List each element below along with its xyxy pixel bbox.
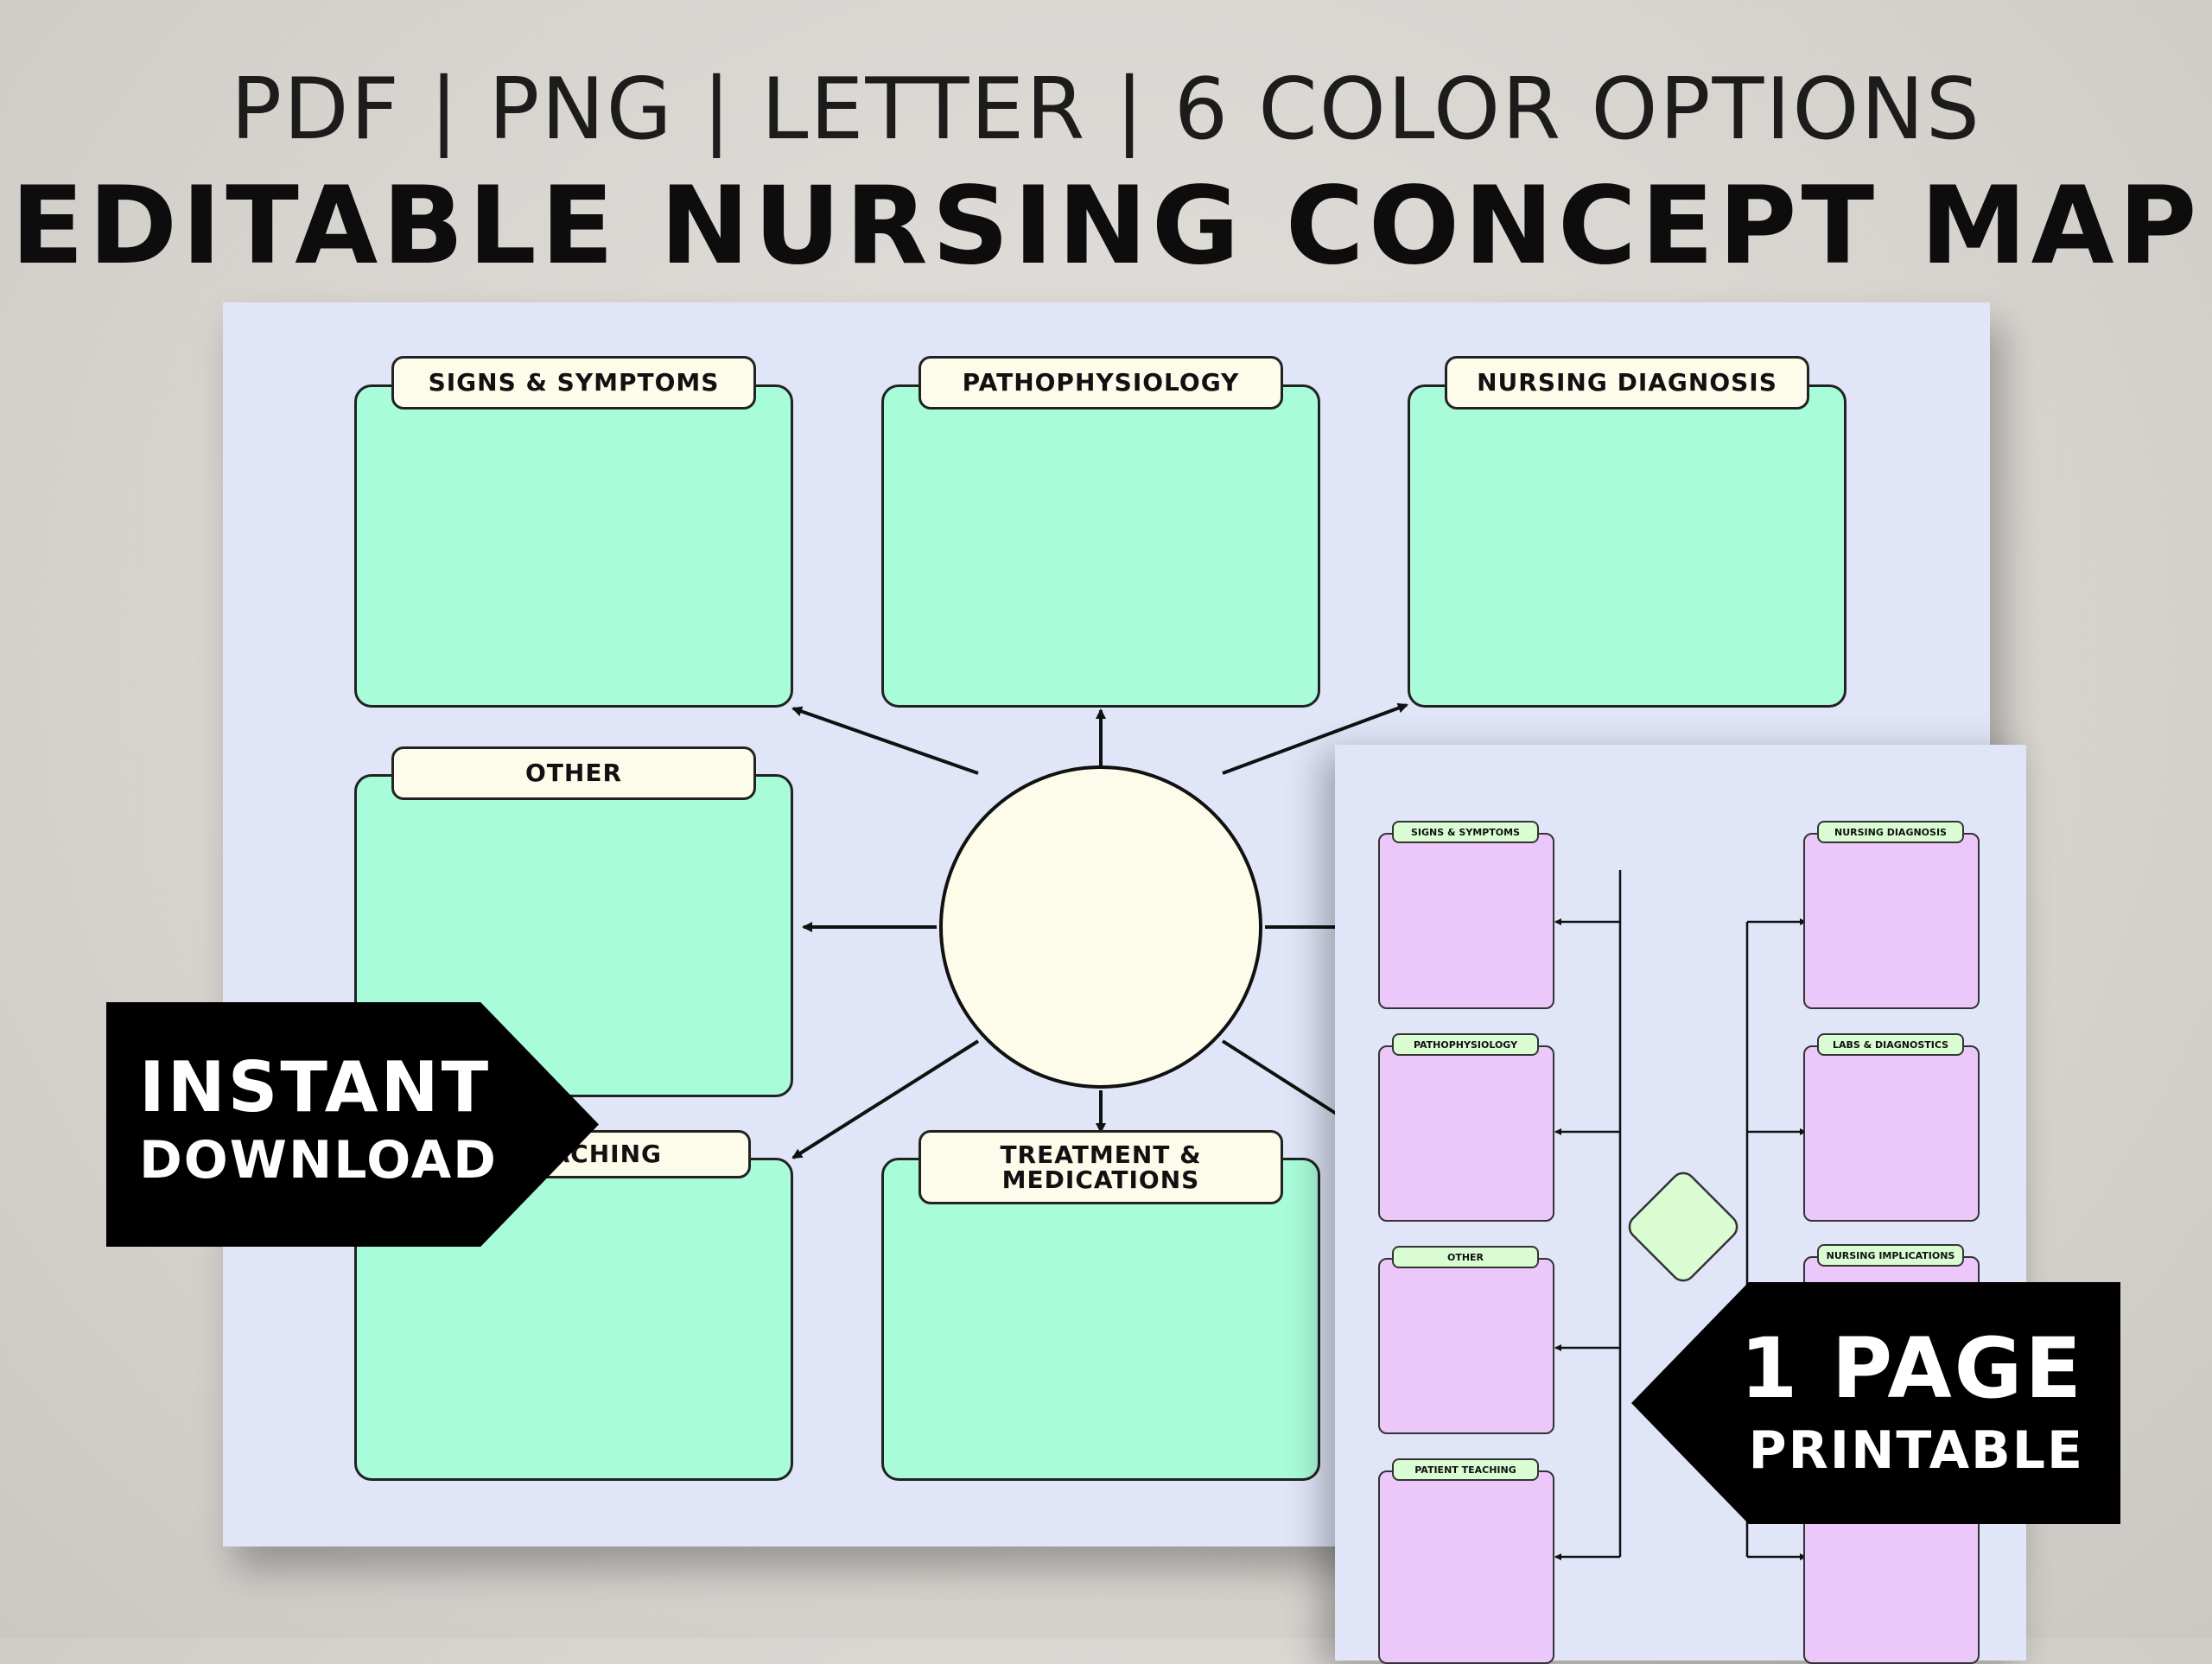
- main-map-connectors: [791, 702, 1408, 1159]
- badge-printable-text: PRINTABLE: [1748, 1420, 2084, 1481]
- compact-pathophysiology-box[interactable]: [1378, 1045, 1554, 1222]
- other-label: OTHER: [391, 746, 756, 800]
- compact-other-box[interactable]: [1378, 1258, 1554, 1434]
- central-diamond: [1628, 1172, 1738, 1282]
- compact-labs-diagnostics-box[interactable]: [1803, 1045, 1980, 1222]
- treatment-medications-label: TREATMENT & MEDICATIONS: [918, 1130, 1283, 1204]
- compact-nursing-diagnosis-box[interactable]: [1803, 833, 1980, 1009]
- connector-to-patient-teaching: [791, 1039, 980, 1159]
- compact-nursing-implications-label: NURSING IMPLICATIONS: [1817, 1244, 1964, 1267]
- instant-download-badge: INSTANT DOWNLOAD: [106, 1002, 599, 1247]
- signs-symptoms-label: SIGNS & SYMPTOMS: [391, 356, 756, 410]
- compact-map-connectors: [1554, 870, 1807, 1560]
- compact-signs-symptoms-label: SIGNS & SYMPTOMS: [1392, 821, 1539, 843]
- formats-heading: PDF | PNG | LETTER | 6 COLOR OPTIONS: [231, 60, 1981, 159]
- nursing-diagnosis-box[interactable]: [1408, 384, 1847, 708]
- compact-nursing-diagnosis-label: NURSING DIAGNOSIS: [1817, 821, 1964, 843]
- compact-patient-teaching-box[interactable]: [1378, 1470, 1554, 1664]
- badge-download-text: DOWNLOAD: [139, 1130, 498, 1191]
- product-title: EDITABLE NURSING CONCEPT MAP: [10, 164, 2202, 289]
- nursing-diagnosis-label: NURSING DIAGNOSIS: [1445, 356, 1809, 410]
- badge-one-page-text: 1 PAGE: [1739, 1320, 2084, 1417]
- treatment-medications-box[interactable]: [881, 1158, 1320, 1481]
- one-page-printable-badge: 1 PAGE PRINTABLE: [1631, 1282, 2120, 1524]
- signs-symptoms-box[interactable]: [354, 384, 793, 708]
- connector-lower-right: [1221, 1039, 1339, 1116]
- pathophysiology-box[interactable]: [881, 384, 1320, 708]
- badge-instant-text: INSTANT: [139, 1047, 492, 1127]
- compact-labs-diagnostics-label: LABS & DIAGNOSTICS: [1817, 1033, 1964, 1056]
- central-concept-circle: [939, 765, 1262, 1089]
- connector-to-signs-symptoms: [791, 706, 979, 775]
- pathophysiology-label: PATHOPHYSIOLOGY: [918, 356, 1283, 410]
- compact-pathophysiology-label: PATHOPHYSIOLOGY: [1392, 1033, 1539, 1056]
- connector-to-nursing-diagnosis: [1222, 702, 1408, 775]
- compact-signs-symptoms-box[interactable]: [1378, 833, 1554, 1009]
- compact-patient-teaching-label: PATIENT TEACHING: [1392, 1458, 1539, 1481]
- compact-other-label: OTHER: [1392, 1246, 1539, 1268]
